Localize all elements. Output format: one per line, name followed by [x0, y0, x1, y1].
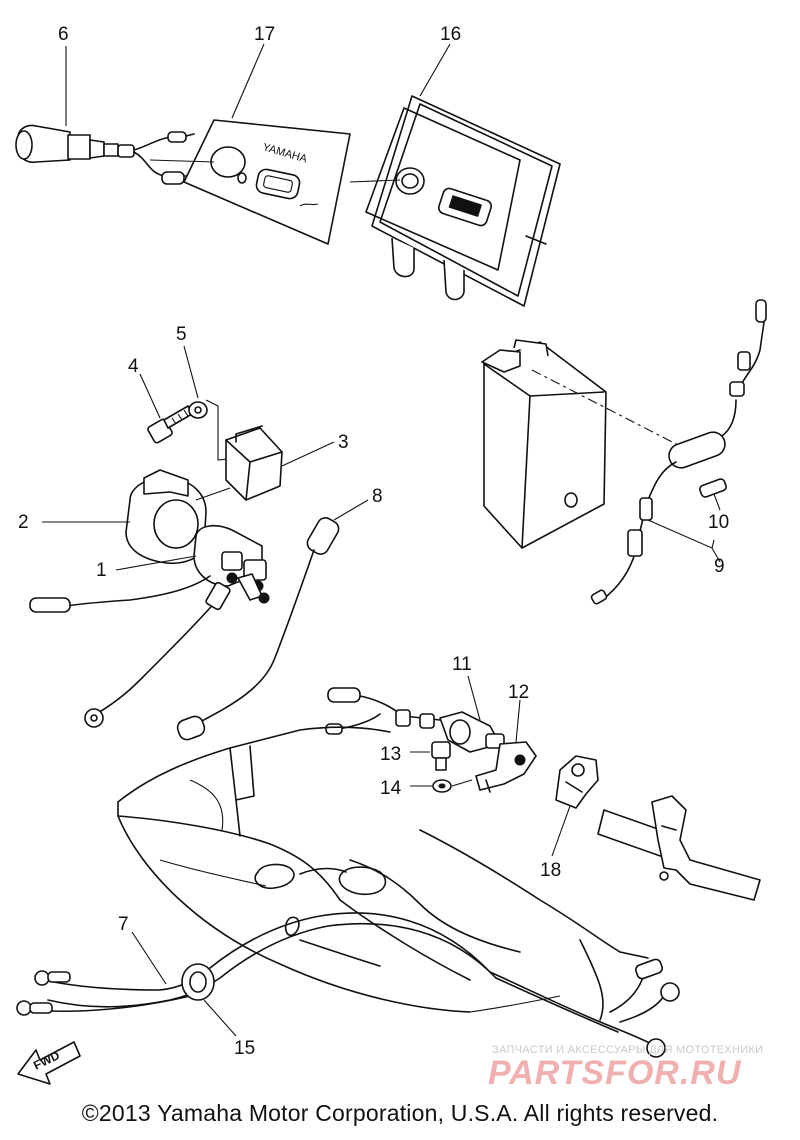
fwd-arrow-icon: FWD: [17, 1041, 81, 1085]
shift-lever: [597, 795, 761, 901]
callout-18: 18: [540, 860, 561, 881]
part-12-bracket: [475, 741, 537, 793]
part-1-relay: [193, 524, 270, 604]
watermark-brand: PARTSFOR.RU: [488, 1054, 742, 1092]
leader-lines: [42, 43, 721, 1037]
callout-numbers: 6 17 16 5 4 3 8 2 1 10 9 11 12 13 14 18 …: [18, 24, 729, 1059]
callout-17: 17: [254, 24, 275, 45]
callout-8: 8: [372, 486, 383, 507]
part-8-cable: [176, 517, 340, 741]
part-10-fuse: [699, 478, 727, 498]
callout-3: 3: [338, 432, 349, 453]
watermark-subtitle: ЗАПЧАСТИ И АКСЕССУАРЫ ДЛЯ МОТОТЕХНИКИ: [492, 1044, 764, 1056]
callout-5: 5: [176, 324, 187, 345]
part-2-rubber-boot: [125, 469, 207, 564]
callout-6: 6: [58, 24, 69, 45]
copyright-notice: ©2013 Yamaha Motor Corporation, U.S.A. A…: [81, 1100, 719, 1126]
callout-14: 14: [380, 778, 402, 799]
part-6-switch: [15, 124, 195, 185]
part-3-cover: [225, 425, 283, 501]
callout-7: 7: [118, 914, 129, 935]
callout-11: 11: [452, 654, 472, 675]
part-18-clamp: [555, 755, 599, 809]
callout-16: 16: [440, 24, 461, 45]
callout-13: 13: [380, 744, 401, 765]
part-9-fuse-holder: [590, 299, 767, 605]
part-11-neutral-switch: [325, 687, 505, 753]
part-17-faceplate: YAMAHA: [183, 119, 351, 245]
callout-12: 12: [508, 682, 529, 703]
part-14-washer: [432, 779, 452, 793]
part-7-harness: [16, 912, 680, 1058]
part-4-bolt: [147, 405, 193, 444]
callout-9: 9: [714, 556, 725, 577]
part-13-bolt: [431, 741, 451, 771]
callout-15: 15: [234, 1038, 255, 1059]
callout-2: 2: [18, 512, 29, 533]
callout-4: 4: [128, 356, 139, 377]
part-5-washer: [188, 401, 208, 419]
part-15-grommet: [181, 963, 215, 1001]
callout-10: 10: [708, 512, 729, 533]
callout-1: 1: [96, 560, 107, 581]
part-16-panel-housing: [365, 95, 561, 307]
part-battery-box: [481, 339, 607, 549]
lower-cowling: [117, 726, 649, 1021]
